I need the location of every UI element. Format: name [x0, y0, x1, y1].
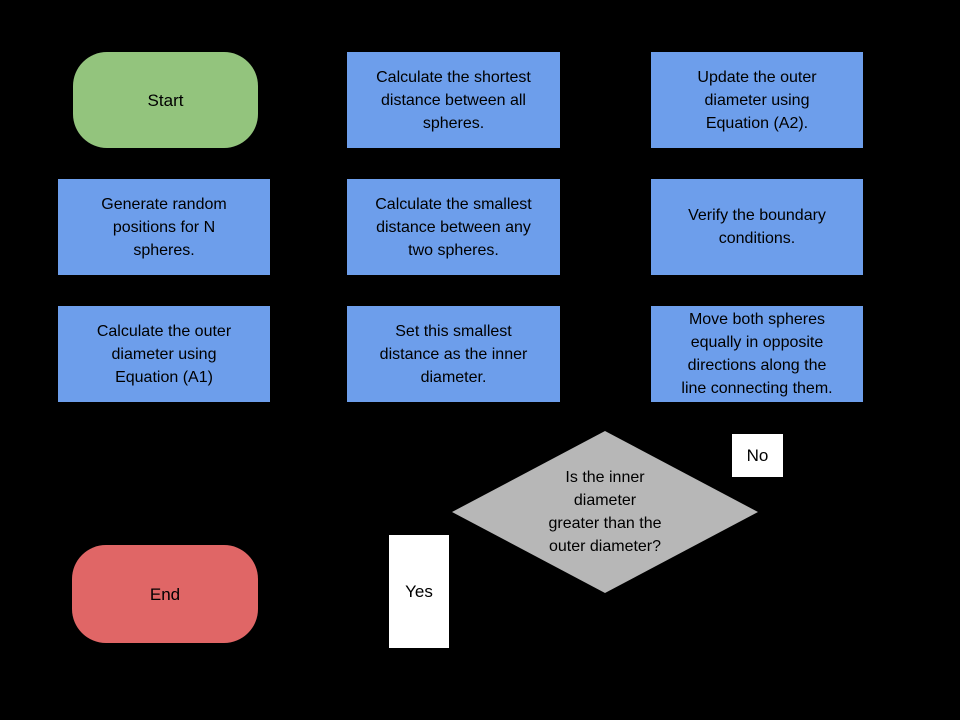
edge-label-no: No	[732, 434, 783, 477]
node-calculate-outer-diameter-label: Calculate the outer diameter using Equat…	[96, 322, 232, 386]
node-set-inner-diameter: Set this smallest distance as the inner …	[347, 306, 560, 402]
node-generate-random-positions: Generate random positions for N spheres.	[58, 179, 270, 275]
node-start: Start	[73, 52, 258, 148]
edge-label-no-text: No	[746, 446, 769, 465]
node-update-outer-diameter: Update the outer diameter using Equation…	[651, 52, 863, 148]
node-set-inner-diameter-label: Set this smallest distance as the inner …	[379, 322, 528, 386]
node-generate-random-positions-label: Generate random positions for N spheres.	[101, 195, 227, 259]
node-end-label: End	[149, 584, 181, 604]
edge-label-yes: Yes	[389, 535, 449, 648]
node-verify-boundary-conditions: Verify the boundary conditions.	[651, 179, 863, 275]
node-update-outer-diameter-label: Update the outer diameter using Equation…	[697, 68, 817, 132]
node-calculate-shortest-distance: Calculate the shortest distance between …	[347, 52, 560, 148]
edge-label-yes-text: Yes	[405, 582, 433, 601]
node-decision-inner-vs-outer: Is the inner diameter greater than the o…	[452, 431, 758, 593]
node-calculate-smallest-distance-label: Calculate the smallest distance between …	[375, 195, 532, 259]
node-start-label: Start	[147, 90, 184, 110]
node-move-both-spheres: Move both spheres equally in opposite di…	[651, 306, 863, 402]
node-end: End	[72, 545, 258, 643]
node-move-both-spheres-label: Move both spheres equally in opposite di…	[681, 311, 833, 397]
node-decision-inner-vs-outer-label: Is the inner diameter greater than the o…	[548, 469, 662, 555]
node-calculate-shortest-distance-label: Calculate the shortest distance between …	[376, 68, 531, 132]
node-calculate-outer-diameter: Calculate the outer diameter using Equat…	[58, 306, 270, 402]
node-calculate-smallest-distance: Calculate the smallest distance between …	[347, 179, 560, 275]
node-verify-boundary-conditions-label: Verify the boundary conditions.	[688, 207, 826, 247]
